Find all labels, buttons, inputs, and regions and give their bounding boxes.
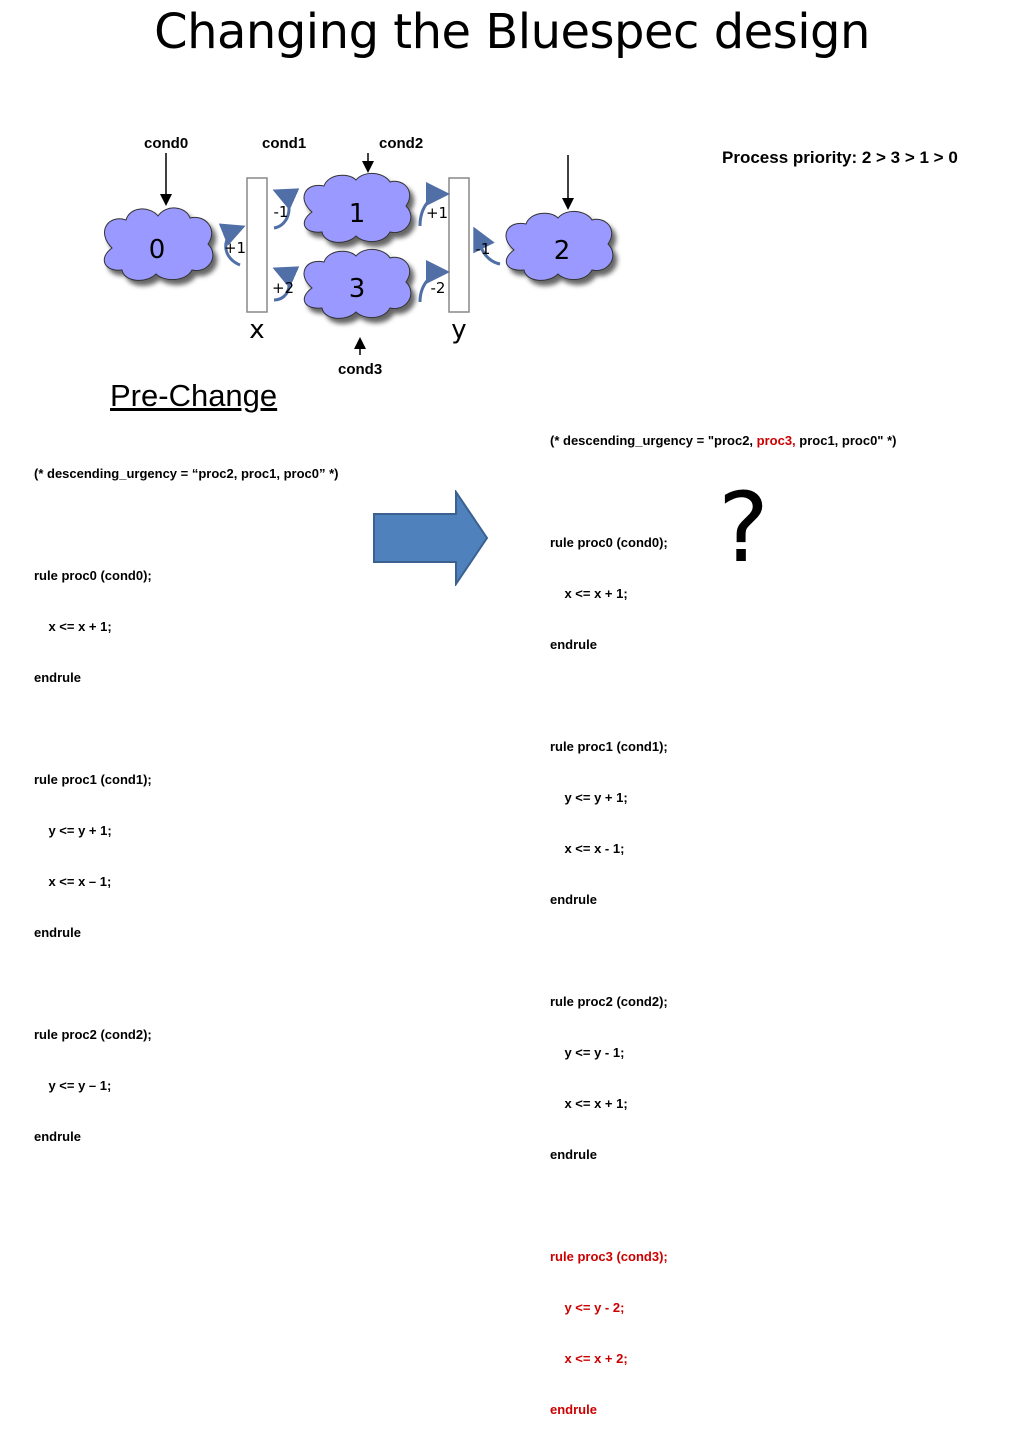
cond1-label: cond1 (262, 135, 307, 152)
code-line (550, 1197, 896, 1214)
register-x-label: x (249, 315, 264, 345)
code-line: rule proc2 (cond2); (34, 1027, 152, 1042)
code-line: endrule (550, 637, 597, 652)
arrow-p3-to-x (272, 266, 300, 302)
cloud-process-3 (303, 249, 412, 319)
code-line: rule proc2 (cond2); (550, 994, 668, 1009)
pre-change-code: (* descending_urgency = “proc2, proc1, p… (34, 431, 339, 1162)
code-line (550, 687, 896, 704)
code-line (34, 720, 339, 737)
cloud-process-2 (505, 211, 614, 281)
code-line: y <= y + 1; (34, 823, 112, 838)
code-line-new: y <= y - 2; (550, 1300, 625, 1315)
urgency-line: (* descending_urgency = "proc2, proc3, p… (550, 432, 896, 449)
code-line: endrule (34, 925, 81, 940)
question-mark: ? (718, 472, 769, 584)
code-line: y <= y + 1; (550, 790, 628, 805)
code-line (550, 942, 896, 959)
code-line: x <= x + 1; (550, 1096, 628, 1111)
code-line-new: x <= x + 2; (550, 1351, 628, 1366)
cloud-process-0 (103, 207, 214, 281)
transition-arrow (373, 490, 489, 586)
code-line-new: endrule (550, 1402, 597, 1417)
arrow-p1-to-x (272, 188, 300, 230)
code-line: y <= y - 1; (550, 1045, 625, 1060)
code-line: rule proc0 (cond0); (550, 535, 668, 550)
code-line: endrule (34, 670, 81, 685)
urgency-text-end: proc1, proc0" *) (795, 433, 897, 448)
cond3-label: cond3 (338, 361, 383, 378)
arrow-p2-to-y (473, 226, 501, 266)
code-line: rule proc1 (cond1); (34, 772, 152, 787)
code-line: endrule (34, 1129, 81, 1144)
process-1-label: 1 (349, 199, 366, 229)
pre-change-heading: Pre-Change (110, 378, 278, 413)
code-line (34, 516, 339, 533)
urgency-text: (* descending_urgency = "proc2, (550, 433, 757, 448)
code-line: endrule (550, 1147, 597, 1162)
arrow-label-p2-y: -1 (476, 240, 491, 258)
process-diagram: 0 1 3 2 x y +1 -1 +2 +1 -1 -2 (103, 153, 614, 355)
arrow-label-p0-x: +1 (224, 239, 246, 257)
arrow-p0-to-x (218, 223, 246, 267)
code-line: x <= x - 1; (550, 841, 625, 856)
arrow-p1-to-y (418, 182, 450, 227)
arrow-label-p1-x: -1 (274, 203, 289, 221)
register-y-box (448, 177, 470, 313)
cond0-label: cond0 (144, 135, 189, 152)
process-2-label: 2 (554, 236, 571, 266)
code-line: x <= x + 1; (550, 586, 628, 601)
code-line: x <= x – 1; (34, 874, 112, 889)
urgency-highlight: proc3, (756, 433, 796, 448)
arrow-label-p3-x: +2 (272, 279, 294, 297)
code-line-new: rule proc3 (cond3); (550, 1249, 668, 1264)
code-line: y <= y – 1; (34, 1078, 112, 1093)
arrow-label-p1-y: +1 (426, 204, 448, 222)
code-line: rule proc1 (cond1); (550, 739, 668, 754)
cloud-process-1 (303, 173, 412, 243)
code-line: x <= x + 1; (34, 619, 112, 634)
process-3-label: 3 (349, 274, 366, 304)
arrow-p3-to-y (418, 260, 450, 303)
register-x-box (246, 177, 268, 313)
cond2-label: cond2 (379, 135, 424, 152)
arrow-label-p3-y: -2 (431, 279, 446, 297)
process-0-label: 0 (149, 235, 166, 265)
code-line (34, 975, 339, 992)
slide-title: Changing the Bluespec design (154, 4, 870, 60)
register-y-label: y (451, 315, 466, 345)
process-priority: Process priority: 2 > 3 > 1 > 0 (722, 148, 958, 167)
code-line: (* descending_urgency = “proc2, proc1, p… (34, 466, 339, 481)
code-line: rule proc0 (cond0); (34, 568, 152, 583)
code-line: endrule (550, 892, 597, 907)
